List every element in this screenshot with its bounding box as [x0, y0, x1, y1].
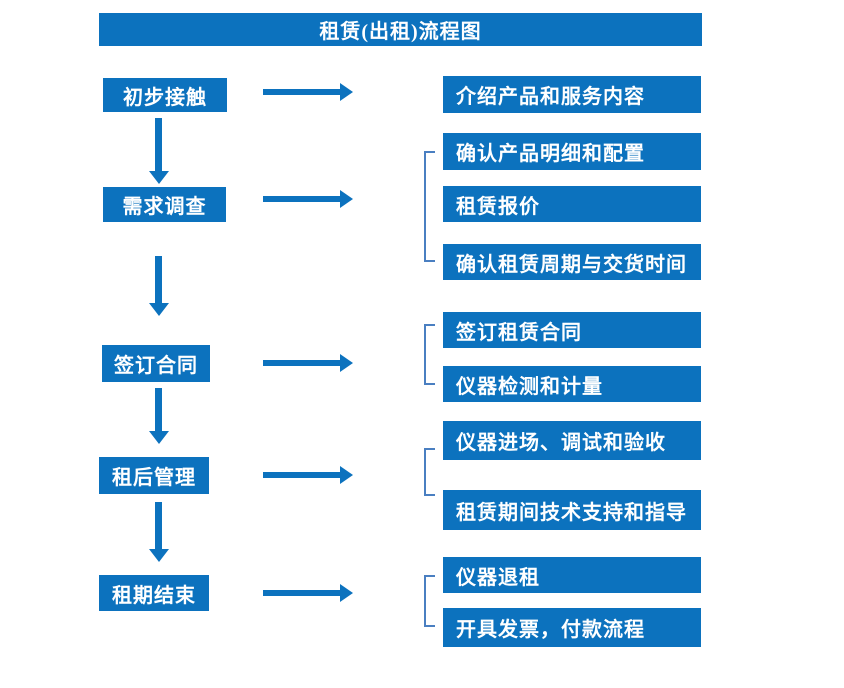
arrow-head: [148, 303, 169, 316]
group-bracket: [424, 324, 435, 385]
arrow-head: [340, 584, 353, 602]
group-bracket: [424, 575, 435, 627]
group-bracket: [424, 448, 435, 496]
arrow-shaft: [155, 502, 162, 549]
detail-box-sign-rental-contract: 签订租赁合同: [443, 312, 701, 348]
down-arrow-icon: [148, 388, 169, 444]
arrow-head: [148, 431, 169, 444]
arrow-shaft: [155, 256, 162, 303]
arrow-shaft: [263, 196, 340, 202]
detail-box-instrument-testing: 仪器检测和计量: [443, 366, 701, 402]
step-box-post-rental-management: 租后管理: [99, 457, 209, 494]
right-arrow-icon: [263, 354, 353, 372]
detail-box-instrument-return: 仪器退租: [443, 557, 701, 593]
arrow-head: [340, 83, 353, 101]
flowchart-title: 租赁(出租)流程图: [99, 13, 702, 46]
step-box-demand-survey: 需求调查: [103, 187, 226, 222]
arrow-shaft: [155, 388, 162, 431]
down-arrow-icon: [148, 502, 169, 562]
detail-box-rental-quote: 租赁报价: [443, 186, 701, 222]
arrow-head: [340, 466, 353, 484]
detail-box-instrument-entry-acceptance: 仪器进场、调试和验收: [443, 421, 701, 460]
arrow-shaft: [263, 590, 340, 596]
detail-box-technical-support: 租赁期间技术支持和指导: [443, 490, 701, 530]
right-arrow-icon: [263, 584, 353, 602]
right-arrow-icon: [263, 466, 353, 484]
arrow-shaft: [263, 89, 340, 95]
detail-box-confirm-product-details: 确认产品明细和配置: [443, 133, 701, 170]
detail-box-introduce-products: 介绍产品和服务内容: [443, 76, 701, 113]
right-arrow-icon: [263, 83, 353, 101]
arrow-shaft: [155, 118, 162, 171]
right-arrow-icon: [263, 190, 353, 208]
arrow-head: [148, 549, 169, 562]
step-box-rental-end: 租期结束: [99, 575, 209, 611]
detail-box-invoice-payment: 开具发票，付款流程: [443, 608, 701, 647]
arrow-head: [340, 354, 353, 372]
down-arrow-icon: [148, 118, 169, 184]
arrow-head: [340, 190, 353, 208]
detail-box-confirm-period-delivery: 确认租赁周期与交货时间: [443, 244, 701, 280]
arrow-shaft: [263, 472, 340, 478]
arrow-shaft: [263, 360, 340, 366]
group-bracket: [424, 151, 435, 262]
step-box-initial-contact: 初步接触: [103, 78, 227, 112]
step-box-sign-contract: 签订合同: [102, 345, 210, 382]
down-arrow-icon: [148, 256, 169, 316]
arrow-head: [148, 171, 169, 184]
